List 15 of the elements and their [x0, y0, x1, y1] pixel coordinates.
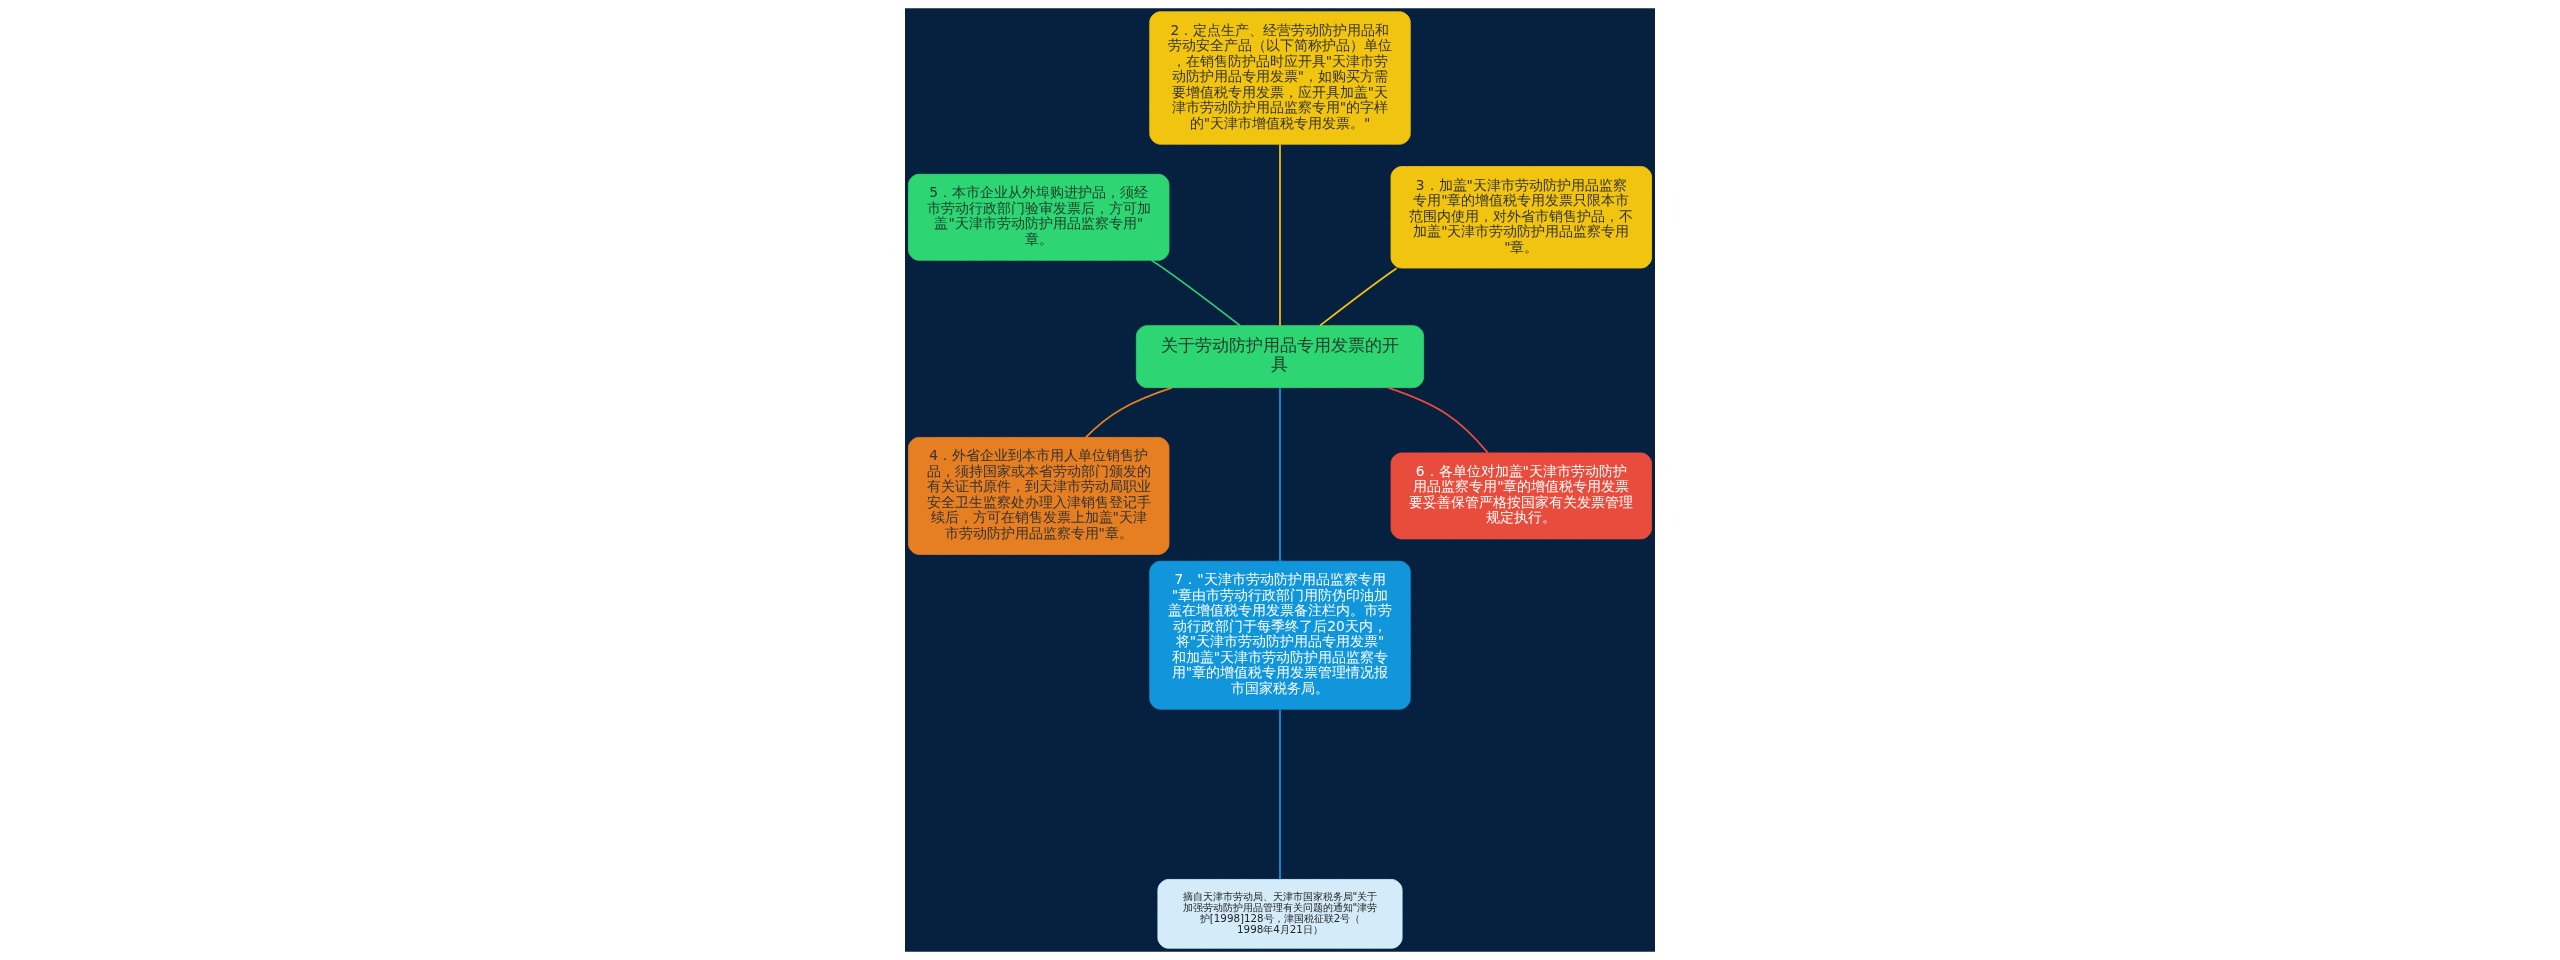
connector	[1279, 143, 1281, 327]
connector	[1279, 708, 1281, 881]
node-box: 7．"天津市劳动防护用品监察专用"章由市劳动行政部门用防伪印油加盖在增值税专用发票备注栏内。市劳动行政部门于每季终了后20天内，将"天津市劳动防护用品专用发票"和加盖"天津市劳动防护用品监察专用"章的增值税专用发票管理情况报市国家税务局。	[1149, 560, 1411, 710]
node-box: 4．外省企业到本市用人单位销售护品，须持国家或本省劳动部门颁发的有关证书原件，到天津市劳动局职业安全卫生监察处办理入津销售登记手续后，方可在销售发票上加盖"天津市劳动防护用品监察专用"章。	[908, 437, 1170, 555]
node-box: 摘自天津市劳动局、天津市国家税务局"关于加强劳动防护用品管理有关问题的通知"津劳护[1998]128号，津国税征联2号（1998年4月21日）	[1157, 879, 1403, 949]
node-box: 3．加盖"天津市劳动防护用品监察专用"章的增值税专用发票只限本市范围内使用，对外省市销售护品，不加盖"天津市劳动防护用品监察专用"章。	[1390, 166, 1652, 269]
node-box: 6．各单位对加盖"天津市劳动防护用品监察专用"章的增值税专用发票要妥善保管严格按国家有关发票管理规定执行。	[1390, 452, 1652, 540]
node-box: 关于劳动防护用品专用发票的开具	[1135, 325, 1425, 388]
connector	[1150, 259, 1241, 327]
connector	[1084, 386, 1174, 439]
connector	[1279, 386, 1281, 563]
node-box: 5．本市企业从外埠购进护品，须经市劳动行政部门验审发票后，方可加盖"天津市劳动防护用品监察专用"章。	[908, 173, 1170, 261]
node-box: 2．定点生产、经营劳动防护用品和劳动安全产品（以下简称护品）单位，在销售防护品时应开具"天津市劳动防护用品专用发票"，如购买方需要增值税专用发票，应开具加盖"天津市劳动防护用品监察专用"的字样的"天津市增值税专用发票。"	[1149, 11, 1411, 145]
connector	[1386, 386, 1489, 454]
connector	[1319, 267, 1398, 327]
